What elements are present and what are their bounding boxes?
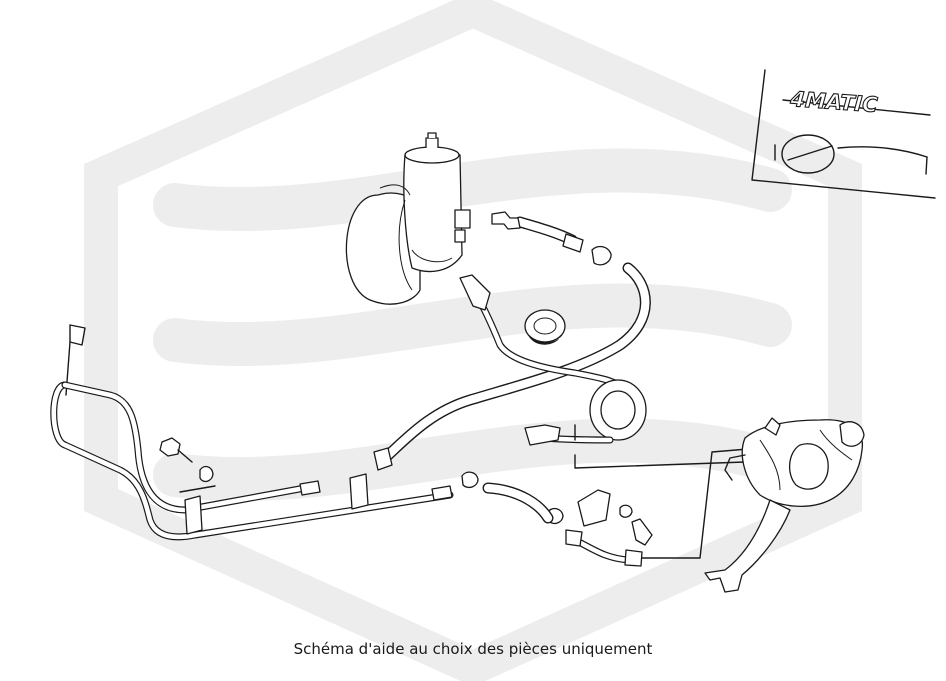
cooler-pipe	[459, 274, 746, 469]
diagram-caption: Schéma d'aide au choix des pièces unique…	[293, 640, 653, 658]
pipe-bracket-frame	[50, 324, 454, 541]
badge-text: 4MATIC	[789, 87, 879, 117]
fasteners	[159, 437, 653, 546]
steering-gear-box	[704, 417, 865, 593]
watermark-logo	[84, 0, 862, 681]
rubber-grommet	[524, 309, 566, 345]
power-steering-pump	[345, 132, 471, 305]
pressure-hose-upper	[491, 211, 612, 266]
pressure-hose-lower	[482, 447, 761, 567]
return-hose	[373, 262, 651, 471]
